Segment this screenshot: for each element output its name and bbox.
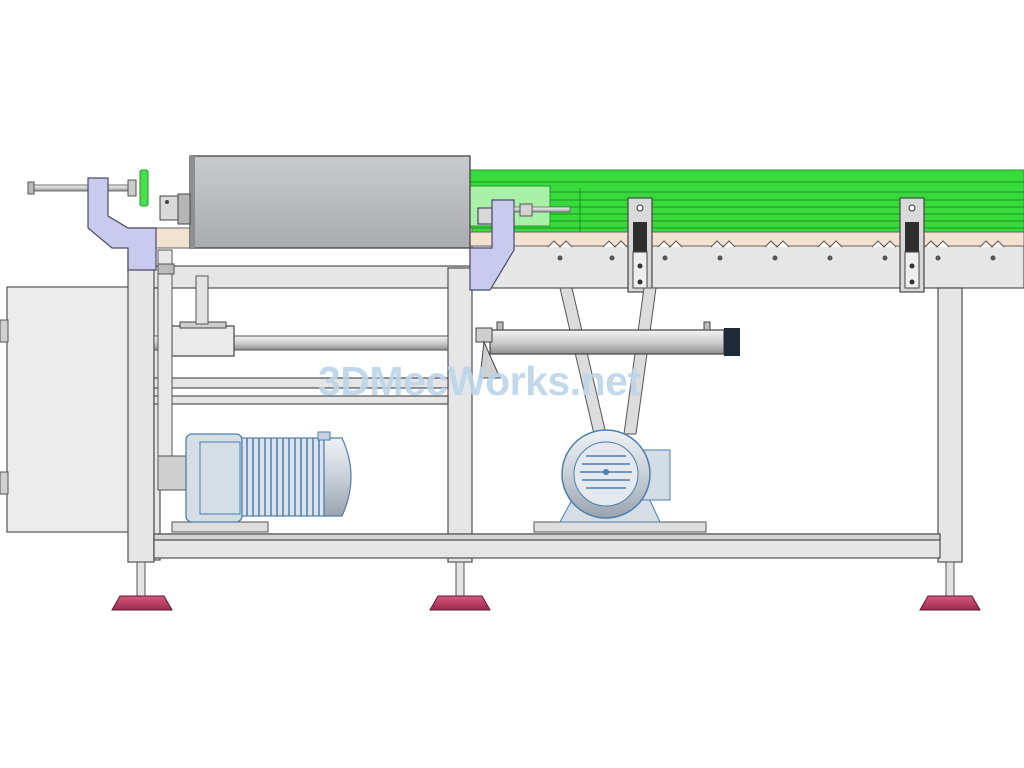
- guide-clamp-1: [627, 197, 653, 293]
- pneumatic-cylinder: [475, 321, 740, 379]
- grey-cover-box: [159, 155, 471, 249]
- gear-motor: [157, 431, 352, 533]
- adjuster-screw: [27, 169, 149, 207]
- sprocket-marks: [547, 240, 1005, 248]
- guide-clamp-2: [899, 197, 925, 293]
- beam-bolts: [557, 255, 996, 261]
- drive-motor: [533, 429, 707, 533]
- right-adjuster-rod: [513, 203, 571, 217]
- v-belts: [559, 287, 657, 435]
- leveling-foot-right: [919, 561, 981, 611]
- leveling-foot-middle: [429, 561, 491, 611]
- left-bracket: [87, 177, 157, 271]
- green-conveyor: [469, 169, 1024, 235]
- linear-slide: [153, 249, 449, 491]
- control-cabinet: [0, 286, 134, 533]
- leveling-foot-left: [111, 561, 173, 611]
